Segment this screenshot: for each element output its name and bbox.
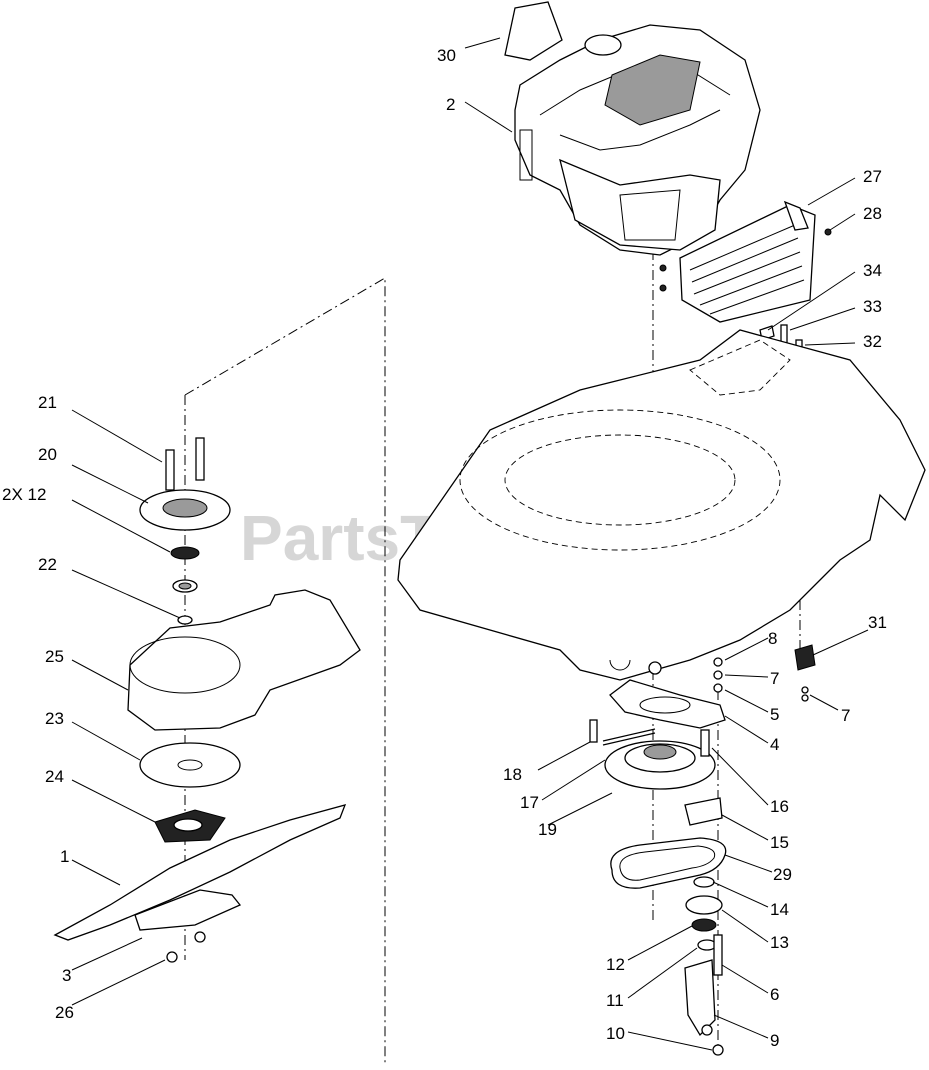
bearing bbox=[691, 918, 717, 932]
bolt bbox=[589, 719, 598, 743]
blade-housing bbox=[127, 589, 361, 731]
blade-plate bbox=[139, 742, 241, 788]
callout-11: 11 bbox=[606, 991, 624, 1010]
washer bbox=[693, 876, 715, 888]
callout-18: 18 bbox=[503, 765, 522, 784]
screw bbox=[659, 264, 667, 272]
mower-deck bbox=[397, 329, 926, 681]
callout-33: 33 bbox=[863, 297, 882, 316]
callout-16: 16 bbox=[770, 797, 789, 816]
nut-clip bbox=[794, 644, 816, 671]
callout-labels: 30 2 27 28 34 33 32 21 20 2X 12 22 25 23… bbox=[2, 46, 887, 1050]
screw bbox=[824, 228, 832, 236]
decal bbox=[504, 1, 563, 61]
callout-24: 24 bbox=[45, 767, 64, 786]
bolt bbox=[700, 729, 710, 757]
callout-21: 21 bbox=[38, 393, 57, 412]
callout-29: 29 bbox=[773, 865, 792, 884]
leader-lines bbox=[71, 37, 869, 1051]
callout-30: 30 bbox=[437, 46, 456, 65]
callout-12b: 12 bbox=[606, 955, 625, 974]
callout-22: 22 bbox=[38, 555, 57, 574]
callout-20: 20 bbox=[38, 445, 57, 464]
washer bbox=[801, 686, 809, 694]
callout-7a: 7 bbox=[770, 669, 779, 688]
callout-2: 2 bbox=[446, 95, 455, 114]
pulley bbox=[685, 895, 723, 915]
callout-28: 28 bbox=[863, 204, 882, 223]
nut bbox=[801, 694, 809, 702]
callout-23: 23 bbox=[45, 709, 64, 728]
blade-assembly bbox=[139, 437, 231, 625]
screw bbox=[659, 284, 667, 292]
bracket bbox=[684, 959, 716, 1037]
callout-2x12: 2X 12 bbox=[2, 485, 46, 504]
callout-34: 34 bbox=[863, 261, 882, 280]
callout-27: 27 bbox=[863, 167, 882, 186]
shaft bbox=[713, 934, 723, 976]
callout-9: 9 bbox=[770, 1031, 779, 1050]
nut bbox=[712, 1044, 724, 1056]
callout-17: 17 bbox=[520, 793, 539, 812]
callout-4: 4 bbox=[770, 735, 779, 754]
nut bbox=[701, 1024, 713, 1036]
idler-pulley bbox=[604, 740, 716, 790]
callout-25: 25 bbox=[45, 647, 64, 666]
callout-19: 19 bbox=[538, 820, 557, 839]
bracket bbox=[684, 797, 723, 826]
callout-7b: 7 bbox=[841, 706, 850, 725]
callout-6: 6 bbox=[770, 985, 779, 1004]
callout-15: 15 bbox=[770, 833, 789, 852]
callout-14: 14 bbox=[770, 900, 789, 919]
callout-10: 10 bbox=[606, 1024, 625, 1043]
callout-32: 32 bbox=[863, 332, 882, 351]
engine bbox=[514, 24, 761, 256]
callout-5: 5 bbox=[770, 705, 779, 724]
callout-1: 1 bbox=[60, 847, 69, 866]
guard bbox=[679, 200, 816, 323]
nut bbox=[166, 951, 178, 963]
callout-8: 8 bbox=[768, 629, 777, 648]
spring bbox=[602, 728, 656, 746]
callout-31: 31 bbox=[868, 613, 887, 632]
blade bbox=[53, 804, 347, 941]
callout-13: 13 bbox=[770, 933, 789, 952]
callout-3: 3 bbox=[62, 966, 71, 985]
nut bbox=[194, 931, 206, 943]
idler-arm bbox=[609, 657, 726, 729]
callout-26: 26 bbox=[55, 1003, 74, 1022]
washer bbox=[697, 939, 717, 951]
blade-stiffener bbox=[134, 889, 242, 931]
